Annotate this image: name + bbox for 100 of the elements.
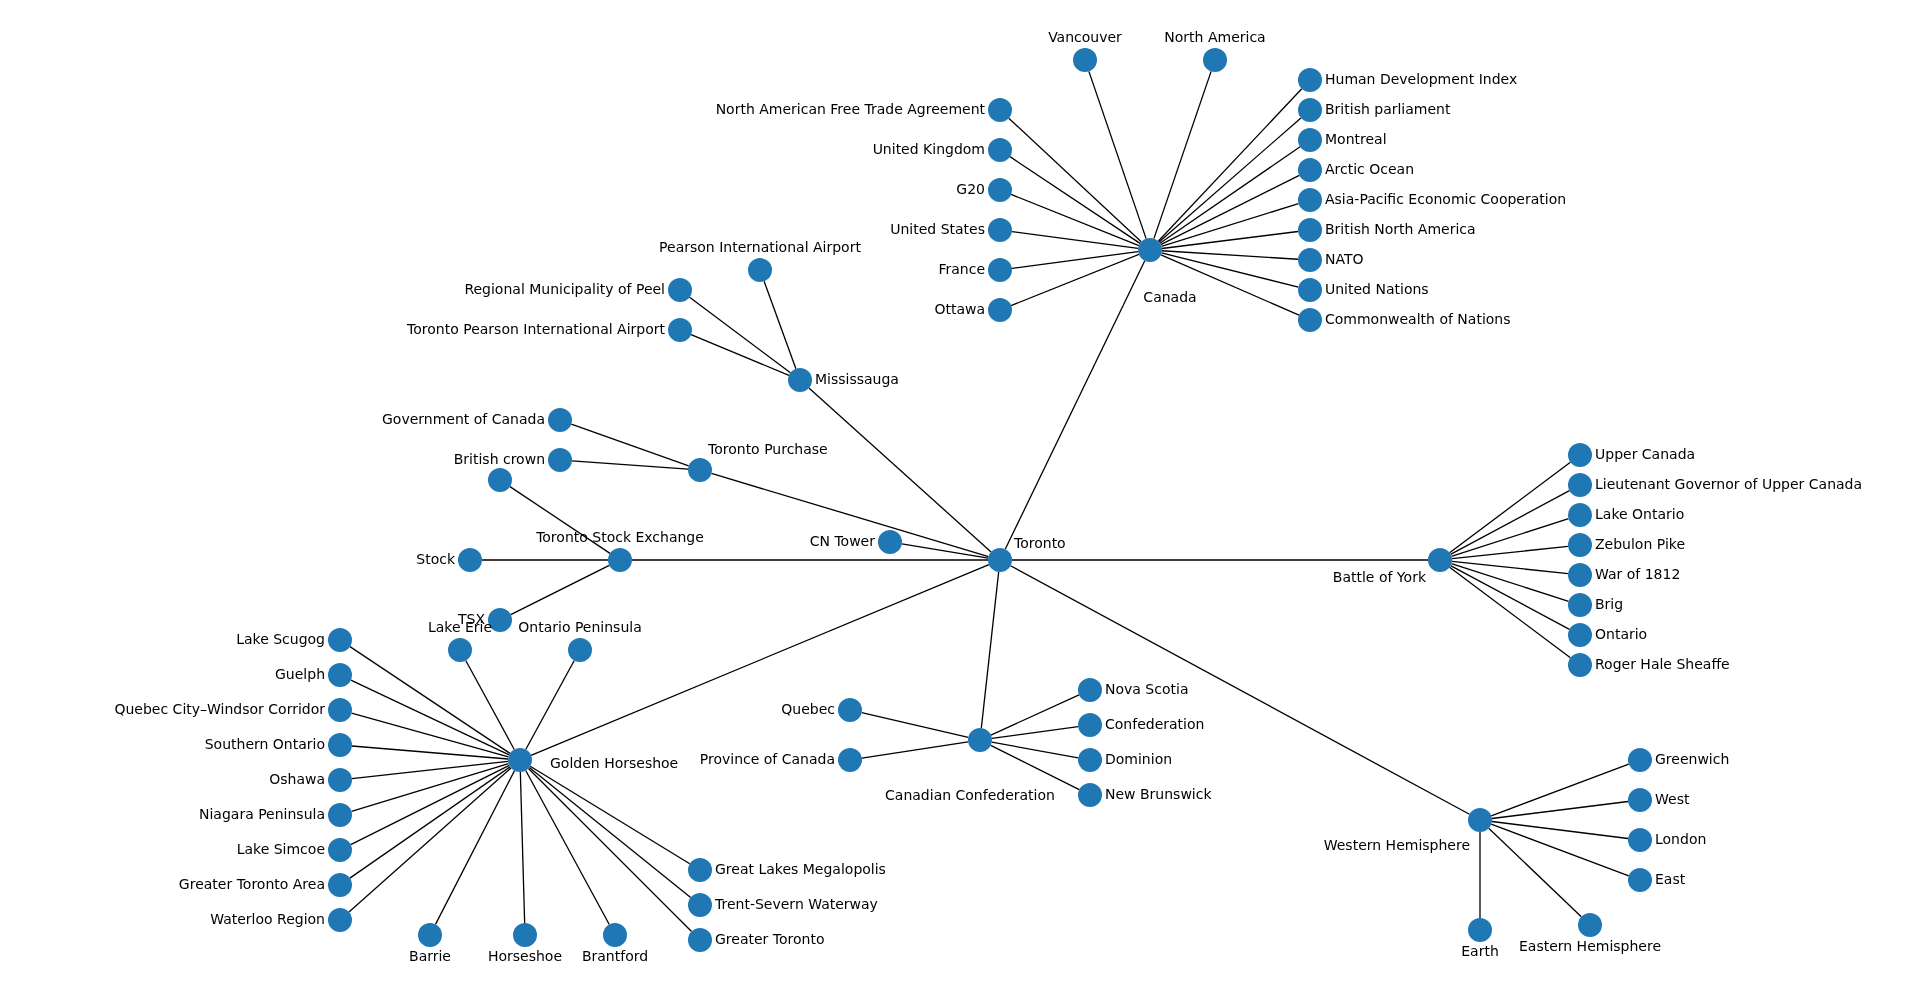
edge-line (525, 769, 610, 926)
node-label: Upper Canada (1595, 447, 1696, 463)
node-label: Quebec City–Windsor Corridor (114, 702, 325, 718)
node-label: Barrie (409, 949, 451, 965)
node-label: G20 (956, 182, 985, 198)
node-label: Dominion (1105, 752, 1173, 768)
node-label: Zebulon Pike (1595, 537, 1685, 553)
node-label: Oshawa (269, 772, 325, 788)
node-label: British parliament (1325, 102, 1451, 118)
node-label: Stock (416, 552, 455, 568)
node-label: Waterloo Region (210, 912, 325, 928)
node-label: New Brunswick (1105, 787, 1212, 803)
edge-line (1160, 254, 1300, 316)
edge-line (1491, 800, 1629, 820)
edge-line (350, 762, 510, 813)
edge-line (1011, 230, 1139, 250)
node-label: Quebec (781, 702, 835, 718)
edge-line (1451, 560, 1569, 575)
edge-line (509, 486, 611, 554)
edge-line (990, 694, 1080, 736)
node-label: Ontario (1595, 627, 1648, 643)
node-label: Canadian Confederation (885, 788, 1055, 804)
edge-line (571, 460, 689, 470)
edge-line (1157, 88, 1303, 242)
node-label: Ottawa (934, 302, 985, 318)
edge-line (861, 741, 969, 759)
edge-line (991, 741, 1079, 759)
node-label: Greenwich (1655, 752, 1730, 768)
node-label: Great Lakes Megalopolis (715, 862, 886, 878)
node-label: Nova Scotia (1105, 682, 1189, 698)
node-label: Roger Hale Sheaffe (1595, 657, 1730, 673)
edge-line (1010, 253, 1140, 307)
node-label: Lake Simcoe (236, 842, 325, 858)
edge-line (1161, 230, 1299, 250)
edge-line (1490, 823, 1630, 877)
node-label: Pearson International Airport (659, 240, 861, 256)
edge-line (350, 712, 510, 758)
edge-line (1153, 70, 1212, 240)
edge-line (631, 559, 989, 561)
edge-line (1450, 518, 1570, 557)
edge-line (1009, 156, 1141, 244)
edge-line (465, 659, 515, 751)
edge-line (1450, 563, 1570, 602)
node-label: Greater Toronto Area (178, 877, 325, 893)
node-label: Guelph (275, 667, 325, 683)
node-label: Lake Scugog (236, 632, 325, 648)
node-label: Regional Municipality of Peel (464, 282, 665, 298)
node-label: Greater Toronto (715, 932, 825, 948)
edge-line (1479, 831, 1481, 919)
node-label: Earth (1461, 944, 1499, 960)
node-label: North America (1164, 30, 1266, 46)
node-label: Ontario Peninsula (518, 620, 642, 636)
edge-line (510, 564, 610, 616)
edge-line (527, 767, 693, 933)
edge-line (1160, 174, 1300, 246)
node-label: Toronto Purchase (708, 442, 828, 458)
edge-line (481, 559, 609, 561)
node-label: Southern Ontario (204, 737, 325, 753)
node-label: Golden Horseshoe (550, 756, 679, 772)
edge-line (1160, 202, 1300, 248)
edge-line (350, 764, 510, 846)
node-label: Toronto Stock Exchange (536, 530, 704, 546)
edge-line (1008, 117, 1142, 243)
node-label: Confederation (1105, 717, 1205, 733)
node-label: Horseshoe (487, 949, 563, 965)
edge-line (1011, 250, 1139, 270)
edge-line (530, 563, 990, 757)
node-label: Eastern Hemisphere (1518, 939, 1662, 955)
node-label: Mississauga (815, 372, 899, 388)
node-label: United States (890, 222, 985, 238)
node-label: Battle of York (1332, 570, 1426, 586)
edge-line (861, 712, 969, 738)
edge-line (763, 280, 797, 370)
node-label: Human Development Index (1325, 72, 1518, 88)
node-label: London (1655, 832, 1707, 848)
node-label: North American Free Trade Agreement (715, 102, 985, 118)
edge-line (351, 760, 509, 780)
node-label: Commonwealth of Nations (1325, 312, 1511, 328)
edge-line (525, 659, 575, 751)
edge-line (1088, 70, 1147, 240)
node-label: CN Tower (809, 534, 875, 550)
node-label: NATO (1325, 252, 1364, 268)
node-label: Trent-Severn Waterway (715, 897, 878, 913)
edge-line (710, 472, 990, 558)
node-label: Province of Canada (699, 752, 835, 768)
edge-line (570, 423, 690, 467)
node-label: United Nations (1325, 282, 1429, 298)
node-label: Canada (1143, 290, 1197, 306)
edge-line (1009, 565, 1471, 815)
edge-line (690, 333, 790, 377)
node-label: Lieutenant Governor of Upper Canada (1595, 477, 1863, 493)
edge-line (350, 679, 510, 756)
node-label: United Kingdom (872, 142, 985, 158)
edge-line (1448, 461, 1572, 554)
node-label: Western Hemisphere (1323, 838, 1470, 854)
edge-line (351, 745, 509, 760)
edge-line (1004, 260, 1146, 550)
node-label: Government of Canada (382, 412, 545, 428)
node-label: British North America (1325, 222, 1476, 238)
node-label: British crown (453, 452, 545, 468)
